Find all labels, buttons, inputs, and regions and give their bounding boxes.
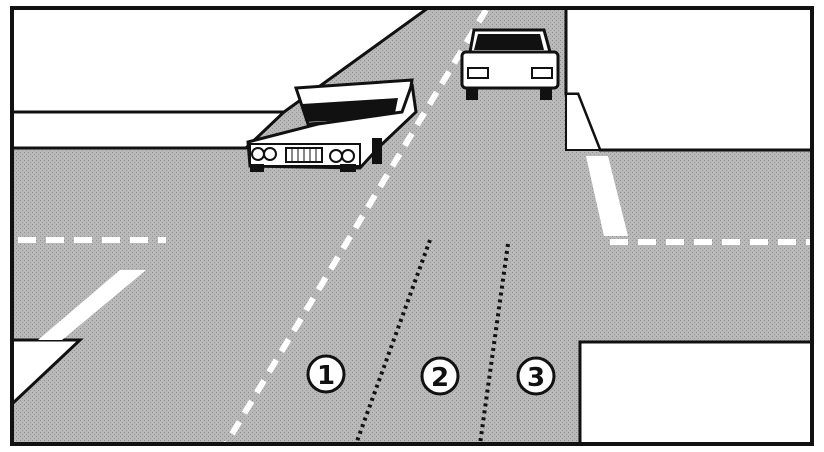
- car-far-away: [462, 30, 558, 100]
- lane-number-2: 2: [422, 358, 458, 394]
- lane-number-1: 1: [308, 356, 344, 392]
- lane-number-1-label: 1: [317, 361, 335, 391]
- curb-top-left: [12, 112, 284, 148]
- lane-number-3: 3: [518, 358, 554, 394]
- sidewalk-top-right: [566, 8, 812, 150]
- lane-number-3-label: 3: [527, 363, 545, 393]
- lane-number-2-label: 2: [431, 363, 449, 393]
- sidewalk-bottom-right: [580, 342, 812, 444]
